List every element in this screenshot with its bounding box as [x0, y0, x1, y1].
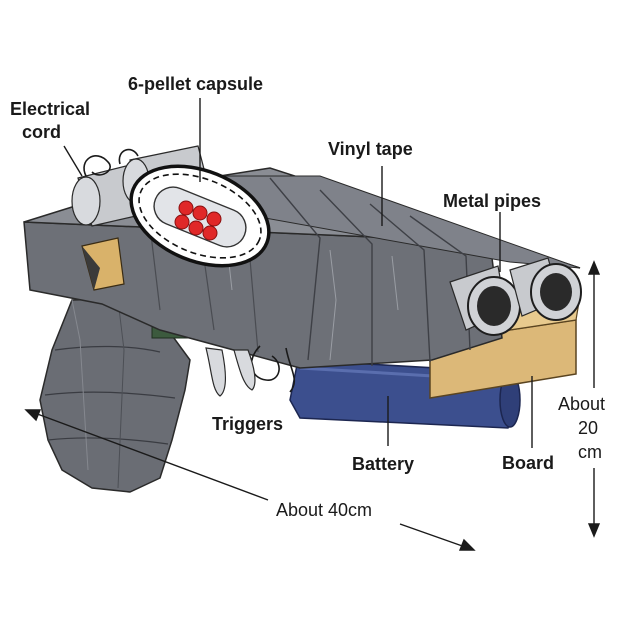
capsule-label: 6-pellet capsule [128, 74, 263, 94]
height-label-line2: 20 [578, 418, 598, 438]
electrical-cord-label-line1: Electrical [10, 99, 90, 119]
triggers [205, 347, 256, 397]
capsule [153, 186, 247, 248]
triggers-label: Triggers [212, 414, 283, 434]
pellet [188, 220, 204, 236]
pellet [192, 205, 208, 221]
metal-pipes [449, 257, 582, 336]
height-dimension-arrow [587, 260, 601, 538]
height-label-line1: About [558, 394, 605, 414]
electrical-cord [83, 148, 295, 393]
vinyl-tape-label: Vinyl tape [328, 139, 413, 159]
capsule-callout [129, 164, 271, 268]
leader-lines [63, 98, 533, 448]
height-label-line3: cm [578, 442, 602, 462]
pellet [206, 211, 222, 227]
pellet [178, 200, 194, 216]
grip [39, 297, 191, 493]
length-label: About 40cm [276, 500, 372, 520]
battery-label: Battery [352, 454, 414, 474]
metal-pipes-label: Metal pipes [443, 191, 541, 211]
board-label: Board [502, 453, 554, 473]
electrical-cord-label-line2: cord [22, 122, 61, 142]
left-wood-block [81, 237, 125, 291]
pellet [174, 214, 190, 230]
pellet [202, 225, 218, 241]
length-dimension-arrow [24, 409, 476, 551]
